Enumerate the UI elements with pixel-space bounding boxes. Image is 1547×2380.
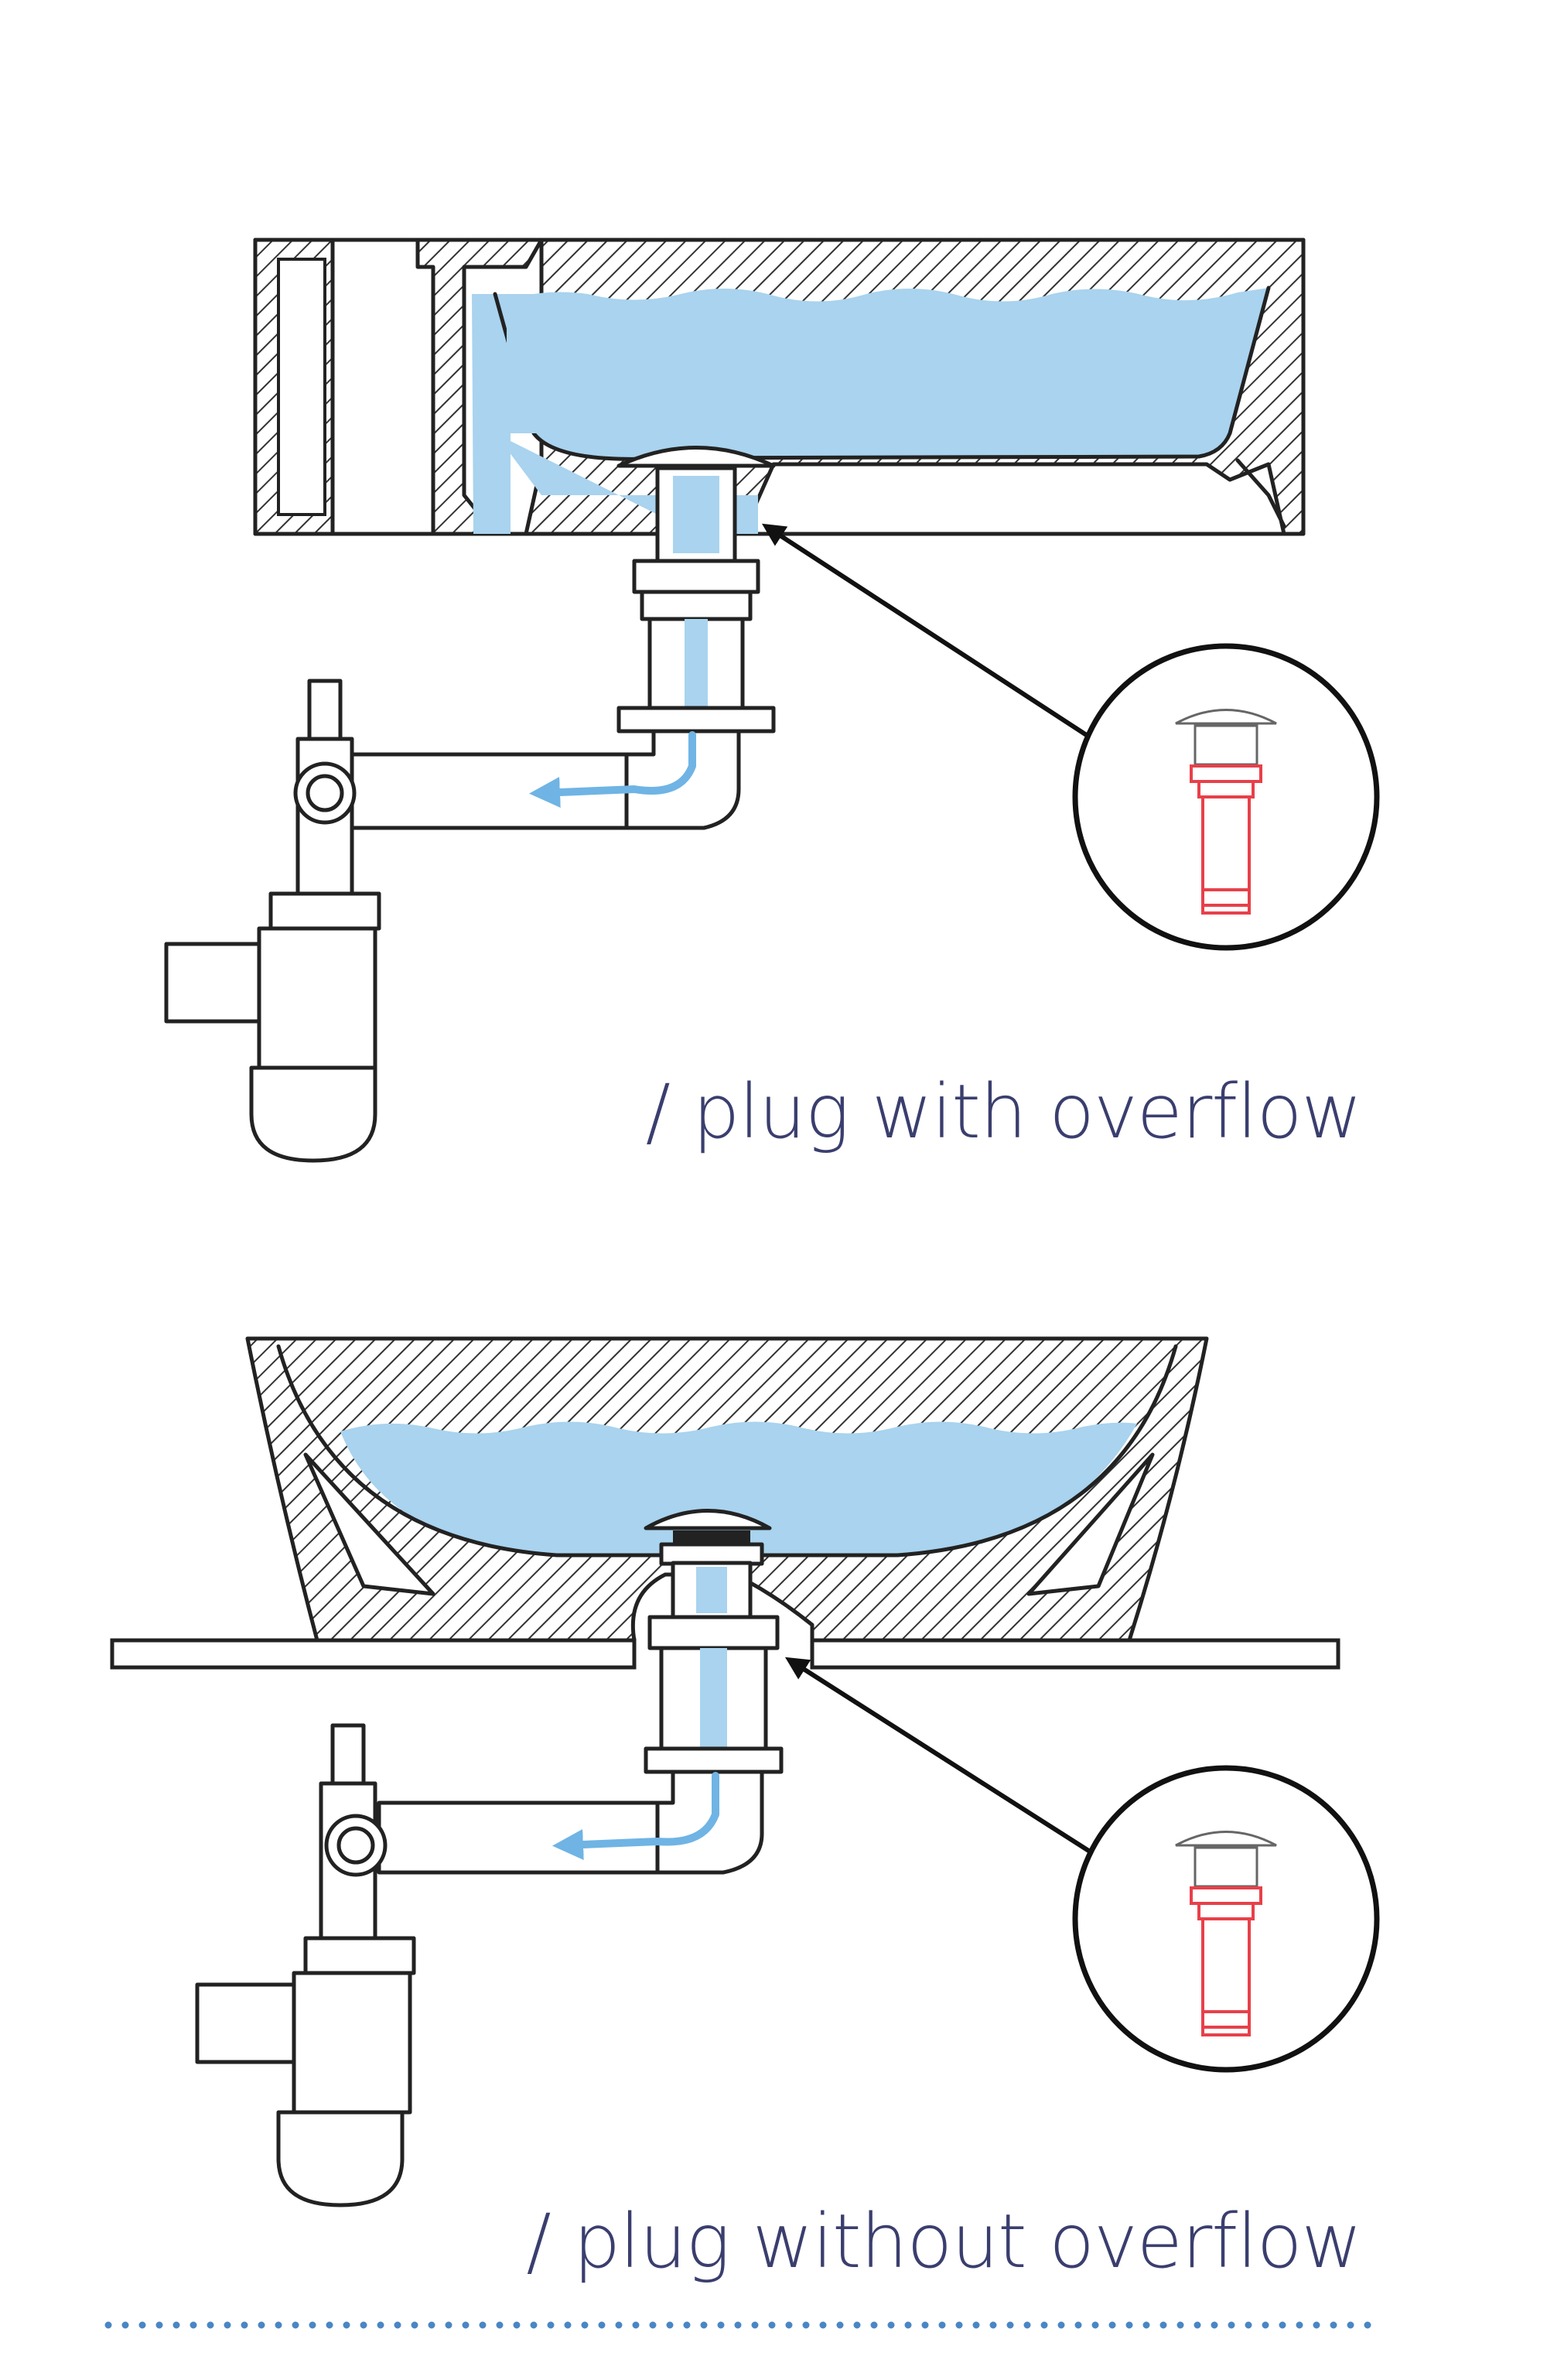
callout-without-overflow: [1072, 1765, 1380, 2073]
countertop-left: [110, 1638, 637, 1670]
drain-without-overflow: [644, 1509, 784, 1774]
basin-without-overflow: [245, 1336, 1209, 1643]
basin-with-overflow: [253, 238, 1306, 536]
caption-without-overflow: / plug without overflow: [526, 2198, 1361, 2285]
callout-pointer-without-overflow: [784, 1657, 1100, 1859]
panel-without-overflow: / plug without overflow: [110, 1336, 1380, 2285]
caption-with-overflow: / plug with overflow: [646, 1069, 1361, 1155]
drain-with-overflow: [616, 446, 776, 733]
waste-pipe-without-overflow: [377, 1770, 764, 1875]
countertop-right: [810, 1638, 1340, 1670]
callout-with-overflow: [1072, 643, 1380, 951]
bottle-trap-without-overflow: [195, 1723, 416, 2207]
waste-pipe-with-overflow: [330, 729, 741, 830]
panel-with-overflow: / plug with overflow: [164, 238, 1380, 1163]
bottle-trap-with-overflow: [164, 679, 381, 1163]
callout-pointer-with-overflow: [761, 523, 1100, 745]
